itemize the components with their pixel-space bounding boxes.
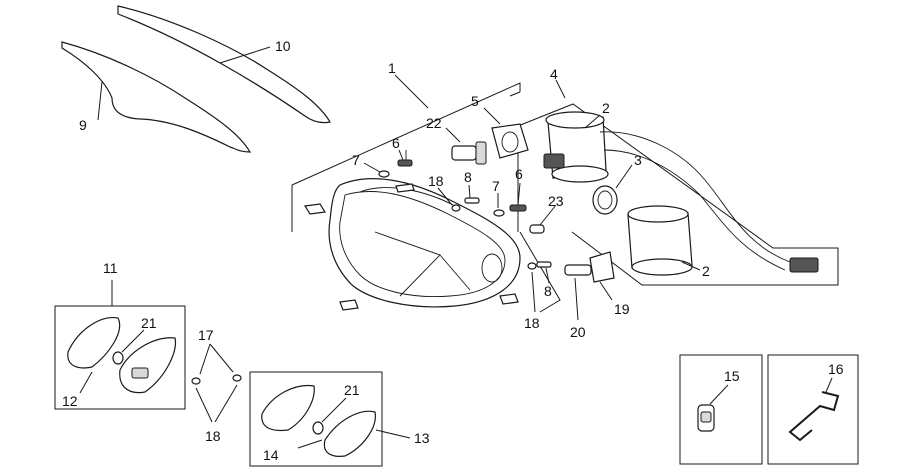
callout-11: 11	[103, 260, 118, 276]
callout-12: 12	[62, 393, 78, 409]
callout-17: 17	[198, 327, 214, 343]
bulb-part-21-right	[312, 421, 324, 435]
callout-20: 20	[570, 324, 586, 340]
assembly-frame-part-4	[517, 103, 839, 286]
box-part-15	[679, 354, 763, 465]
callout-1: 1	[388, 60, 396, 76]
callout-8-bottom: 8	[544, 283, 552, 299]
trim-strip-part-10	[117, 5, 331, 124]
callout-3: 3	[634, 152, 642, 168]
bulb-part-22	[451, 141, 487, 165]
callout-8-top: 8	[464, 169, 472, 185]
clip-part-15	[697, 404, 715, 432]
ring-part-3	[592, 185, 618, 215]
bulb-holder-part-2-bottom	[627, 205, 693, 276]
callout-7-left: 7	[352, 152, 360, 168]
callout-19: 19	[614, 301, 630, 317]
trim-strip-part-9	[61, 41, 252, 153]
callout-9: 9	[79, 117, 87, 133]
washer-part-18-top	[451, 204, 461, 212]
bulb-part-21-left	[112, 351, 124, 365]
callout-5: 5	[471, 93, 479, 109]
washer-part-7-right	[493, 209, 505, 217]
box-part-13	[249, 371, 383, 467]
box-part-11	[54, 305, 186, 410]
callout-22: 22	[426, 115, 442, 131]
callout-6-left: 6	[392, 135, 400, 151]
callout-23: 23	[548, 193, 564, 209]
callout-18-left: 18	[205, 428, 221, 444]
callout-4: 4	[550, 66, 558, 82]
callout-16: 16	[828, 361, 844, 377]
socket-part-19	[589, 251, 615, 283]
callout-13: 13	[414, 430, 430, 446]
screw-part-8-bottom	[536, 261, 552, 268]
bulb-part-20	[564, 264, 592, 276]
callout-2-bottom: 2	[702, 263, 710, 279]
callout-14: 14	[263, 447, 279, 463]
callout-15: 15	[724, 368, 740, 384]
box-part-16	[767, 354, 859, 465]
bulb-socket-part-5	[491, 123, 529, 159]
screw-part-6-right	[509, 204, 527, 212]
indicator-lens-part-14	[323, 410, 376, 457]
callout-6-right: 6	[515, 166, 523, 182]
bulb-holder-part-2-top	[543, 111, 609, 183]
callout-18-top: 18	[428, 173, 444, 189]
headlight-housing	[303, 178, 521, 311]
wiring-harness	[599, 131, 819, 273]
callout-21-right: 21	[344, 382, 360, 398]
washer-part-7-left	[378, 170, 390, 178]
indicator-body-right	[261, 384, 315, 432]
callout-2-top: 2	[602, 100, 610, 116]
wire-clip-part-16	[788, 391, 840, 442]
callout-21-left: 21	[141, 315, 157, 331]
washer-part-18-bottom	[527, 262, 537, 270]
assembly-frame-part-1	[291, 82, 521, 186]
screw-part-8-top	[464, 197, 480, 204]
screw-part-6-left	[397, 150, 413, 167]
washer-part-17-left	[191, 377, 201, 385]
indicator-lens-part-12	[67, 317, 121, 369]
callout-10: 10	[275, 38, 291, 54]
bulb-part-23	[529, 224, 545, 234]
indicator-body-left	[119, 337, 177, 394]
leader-lines	[79, 46, 833, 449]
assembly-frame-right-edge	[519, 231, 561, 313]
washer-part-17-right	[232, 374, 242, 382]
callout-7-right: 7	[492, 178, 500, 194]
callout-18-bottom: 18	[524, 315, 540, 331]
